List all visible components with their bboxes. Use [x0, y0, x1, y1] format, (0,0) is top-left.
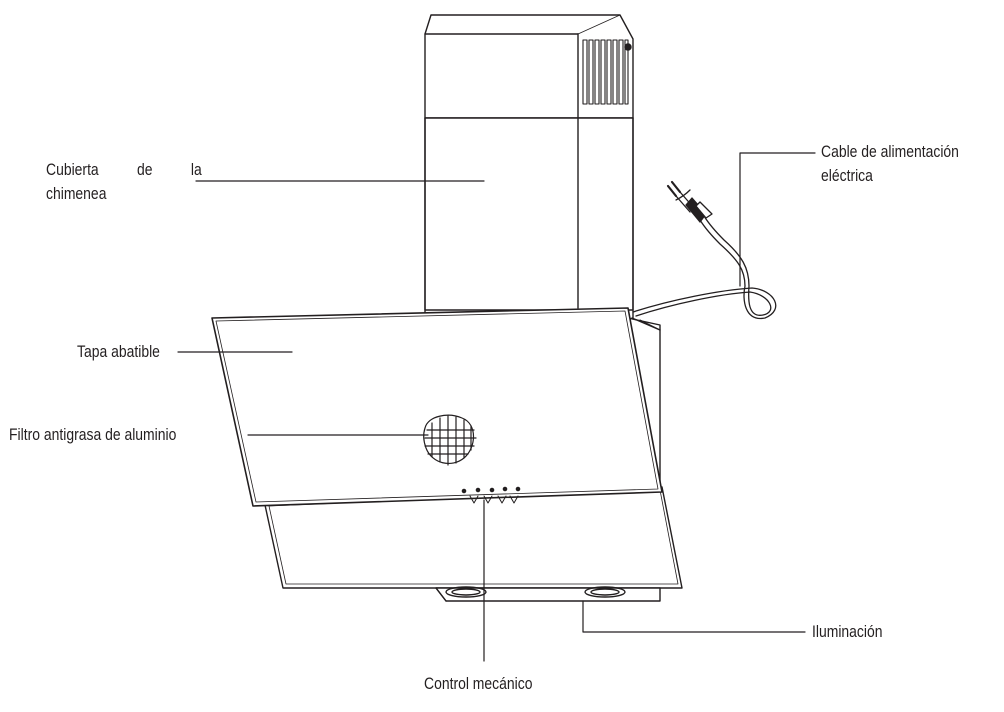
- lower-chimney: [424, 117, 634, 319]
- label-grease-filter: Filtro antigrasa de aluminio: [9, 425, 177, 444]
- label-tilt-lid: Tapa abatible: [77, 342, 160, 361]
- lamp-right-icon: [584, 586, 626, 598]
- label-lighting: Iluminación: [812, 622, 883, 641]
- grease-filter-icon: [423, 414, 477, 466]
- upper-chimney: [424, 14, 634, 119]
- label-chimney-cover-line1: Cubierta de la: [46, 160, 202, 179]
- light-housing: [435, 586, 661, 602]
- vent-slots: [582, 39, 629, 105]
- plug-icon: [666, 180, 713, 223]
- tilt-lid-panel: [211, 307, 663, 507]
- leader-lighting: [582, 600, 806, 633]
- control-buttons: [461, 486, 521, 494]
- power-cable: [632, 180, 777, 331]
- label-power-cable: Cable de alimentación eléctrica: [821, 142, 959, 185]
- control-knobs: [469, 495, 519, 504]
- label-chimney-cover: Cubierta de la chimenea: [46, 160, 202, 203]
- leader-lines: [177, 152, 816, 662]
- lamp-left-icon: [445, 586, 487, 598]
- leader-power-cable: [739, 152, 816, 287]
- screw-icon: [624, 43, 632, 51]
- label-mechanical-control: Control mecánico: [424, 674, 533, 693]
